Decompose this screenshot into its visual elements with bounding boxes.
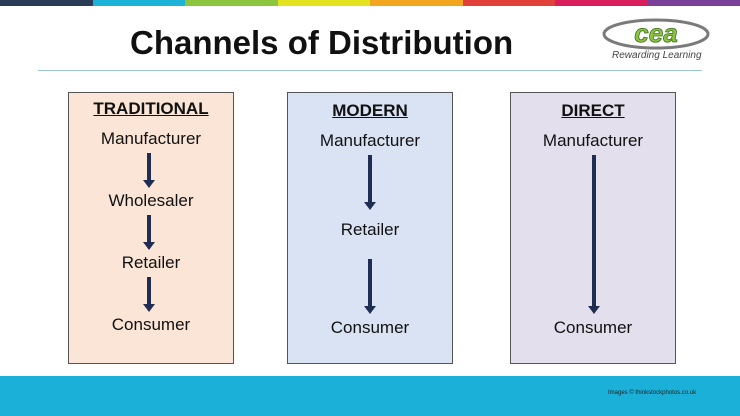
- down-arrow-icon: [143, 215, 155, 250]
- top-color-bar: [0, 0, 740, 6]
- logo-tagline: Rewarding Learning: [612, 50, 702, 61]
- title-divider: [38, 70, 702, 71]
- image-credit: Images © thinkstockphotos.co.uk: [608, 390, 697, 396]
- down-arrow-icon: [588, 155, 600, 314]
- top-bar-segment: [555, 0, 648, 6]
- cea-logo-mark: cea: [602, 18, 710, 50]
- footer-bar: [0, 376, 740, 416]
- down-arrow-icon: [143, 153, 155, 188]
- node-manufacturer: Manufacturer: [100, 129, 202, 148]
- node-manufacturer: Manufacturer: [319, 131, 421, 150]
- top-bar-segment: [92, 0, 185, 6]
- channel-modern: MODERN Manufacturer Retailer Consumer: [287, 92, 453, 364]
- top-bar-segment: [277, 0, 370, 6]
- down-arrow-icon: [364, 259, 376, 314]
- top-bar-segment: [185, 0, 278, 6]
- node-consumer: Consumer: [330, 318, 410, 337]
- cea-logo: cea Rewarding Learning: [600, 18, 712, 64]
- top-bar-segment: [370, 0, 463, 6]
- node-consumer: Consumer: [111, 315, 191, 334]
- channel-heading: MODERN: [332, 101, 408, 120]
- logo-text: cea: [634, 18, 677, 48]
- top-bar-segment: [647, 0, 740, 6]
- top-bar-segment: [462, 0, 555, 6]
- channel-heading: DIRECT: [561, 101, 625, 120]
- node-manufacturer: Manufacturer: [542, 131, 644, 150]
- top-bar-segment: [0, 0, 93, 6]
- node-consumer: Consumer: [553, 318, 633, 337]
- down-arrow-icon: [143, 277, 155, 312]
- channel-direct: DIRECT Manufacturer Consumer: [510, 92, 676, 364]
- slide-title: Channels of Distribution: [130, 24, 514, 61]
- node-retailer: Retailer: [121, 253, 181, 272]
- channel-heading: TRADITIONAL: [93, 99, 209, 118]
- channel-traditional: TRADITIONAL Manufacturer Wholesaler Reta…: [68, 92, 234, 364]
- down-arrow-icon: [364, 155, 376, 210]
- node-wholesaler: Wholesaler: [108, 191, 194, 210]
- node-retailer: Retailer: [340, 220, 400, 239]
